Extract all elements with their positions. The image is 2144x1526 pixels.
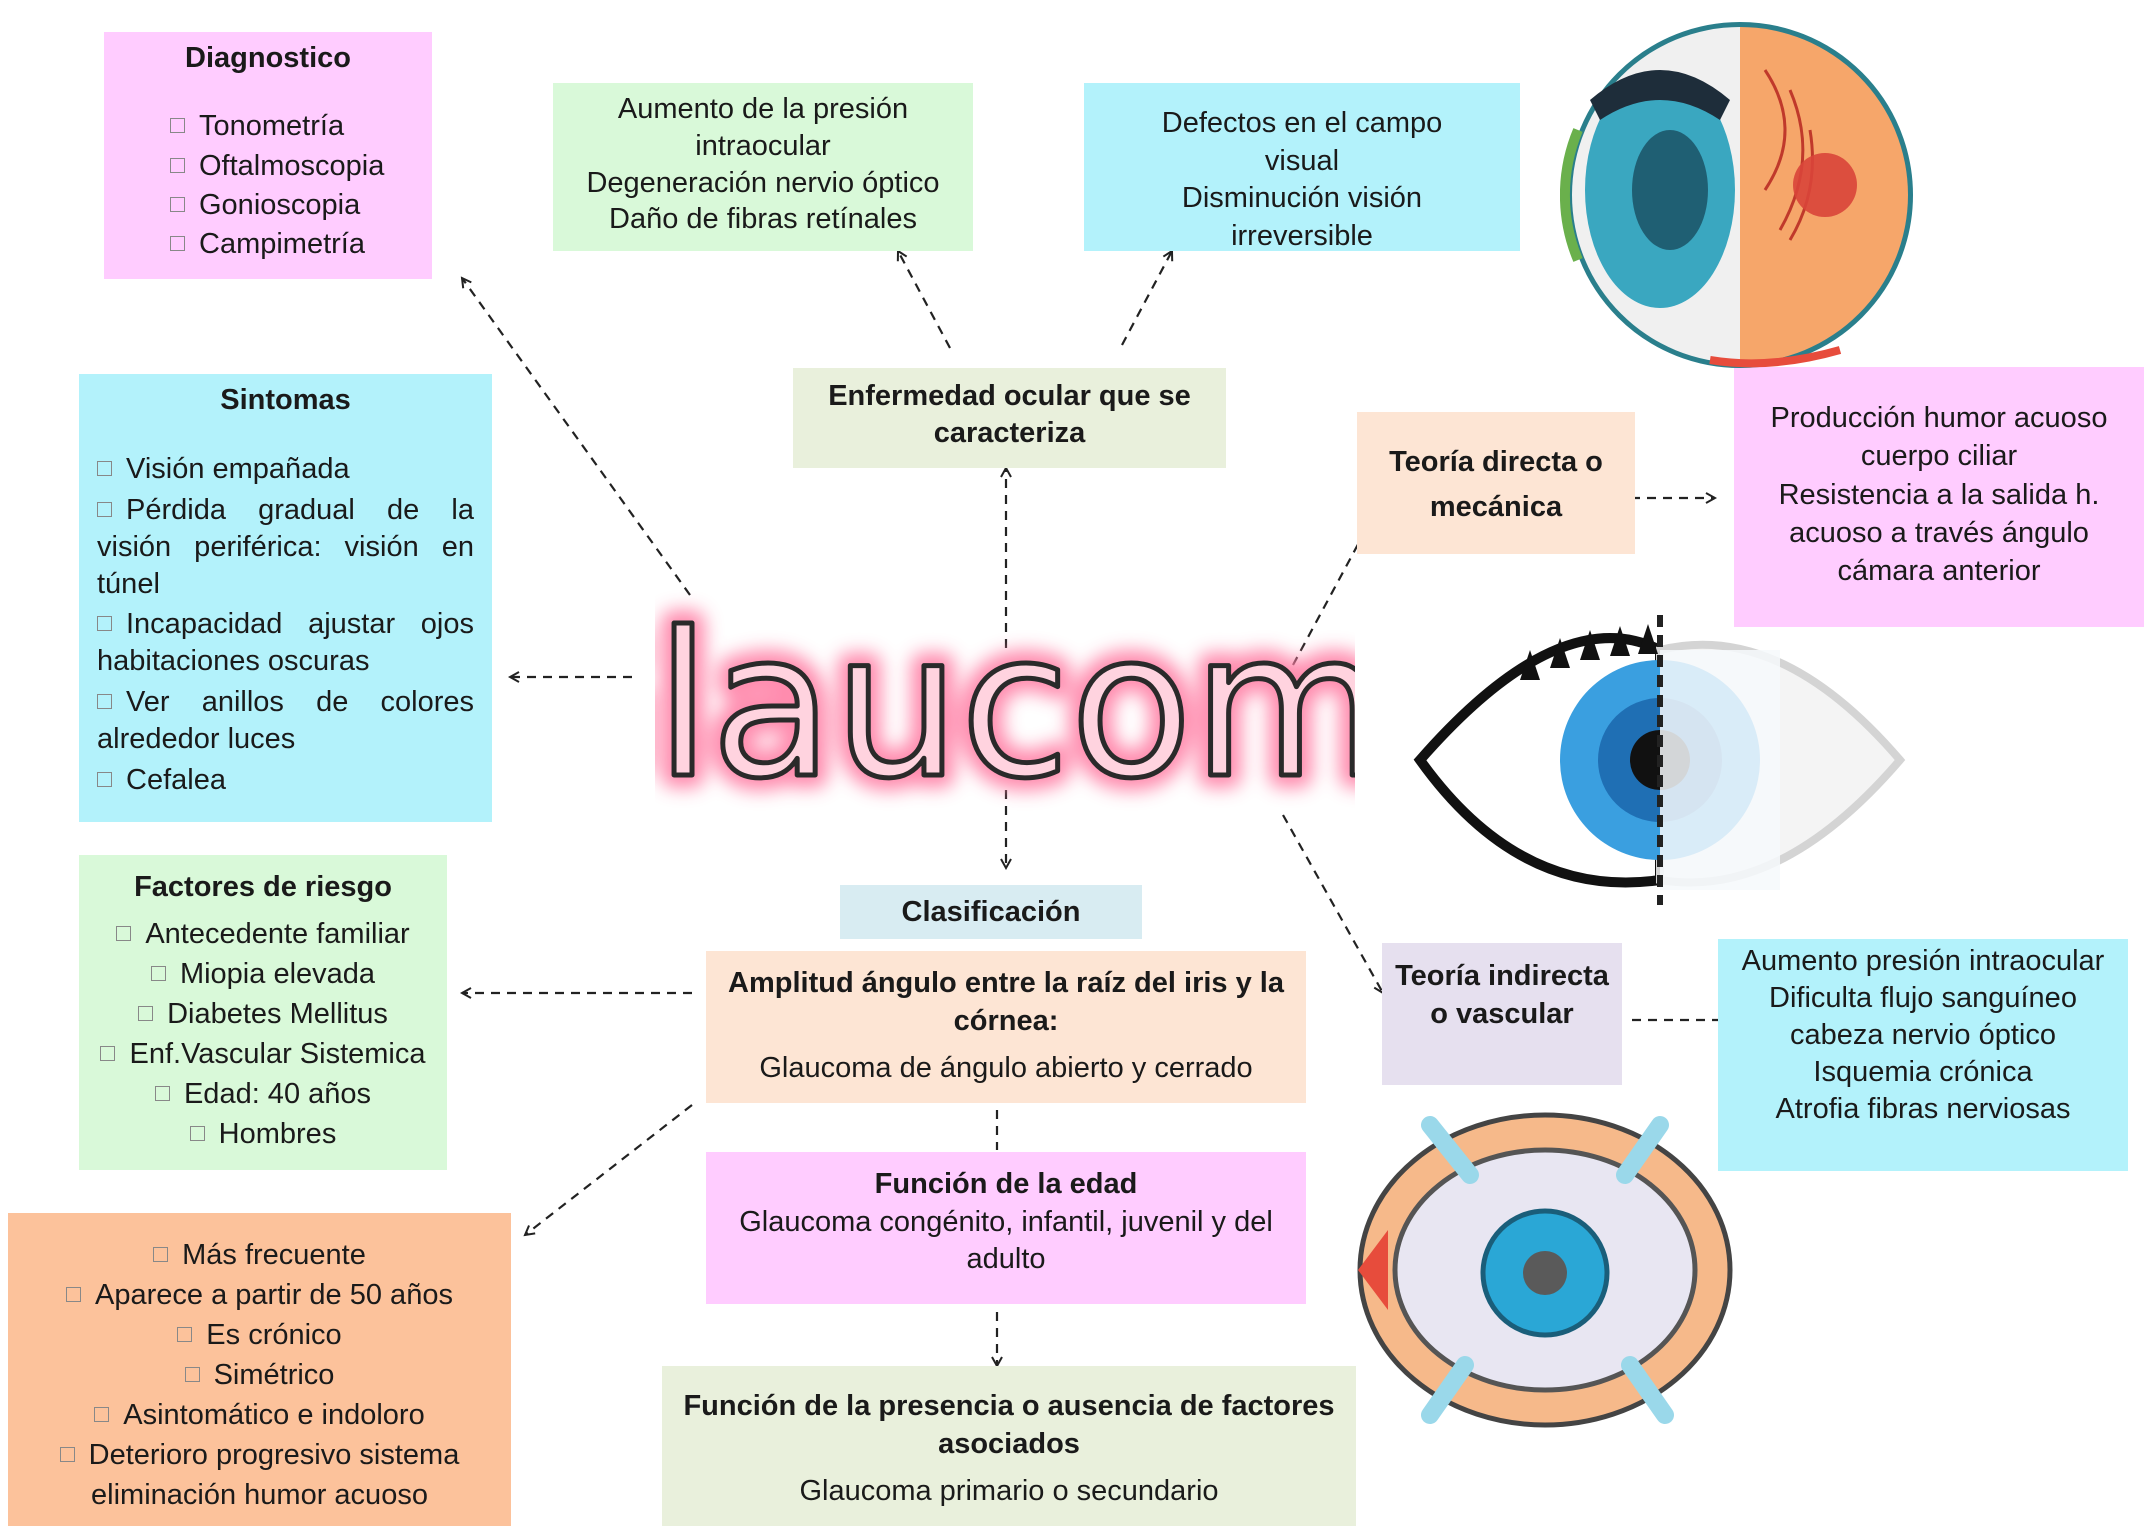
teoria-indirecta-box: Teoría indirecta o vascular xyxy=(1382,943,1622,1085)
arrow-to-caracteristicas xyxy=(525,1104,693,1235)
list-item: Asintomático e indoloro xyxy=(22,1395,497,1435)
list-item: Diabetes Mellitus xyxy=(79,994,447,1034)
list-item: Es crónico xyxy=(22,1315,497,1355)
list-item: Miopia elevada xyxy=(79,954,447,994)
sintomas-box: Sintomas Visión empañada Pérdida gradual… xyxy=(79,374,492,822)
diagnostico-heading: Diagnostico xyxy=(185,42,351,74)
factores-asociados-text: Glaucoma primario o secundario xyxy=(799,1475,1219,1508)
list-item: Pérdida gradual de la visión periférica:… xyxy=(97,493,474,600)
detail-line: Dificulta flujo sanguíneo cabeza nervio … xyxy=(1769,982,2077,1052)
arrow-to-defectos xyxy=(1121,251,1172,346)
detail-line: Producción humor acuoso cuerpo ciliar xyxy=(1770,402,2108,473)
arrow-to-teoria-indirecta xyxy=(1282,814,1383,993)
presion-line: Aumento de la presión intraocular xyxy=(617,93,909,162)
clasificacion-heading: Clasificación xyxy=(901,896,1081,928)
enfermedad-box: Enfermedad ocular que se caracteriza xyxy=(793,368,1226,468)
factores-asociados-heading: Función de la presencia o ausencia de fa… xyxy=(683,1390,1335,1460)
aumento-box: Aumento presión intraocular Dificulta fl… xyxy=(1718,939,2128,1171)
list-item: Antecedente familiar xyxy=(79,914,447,954)
detail-line: Aumento presión intraocular xyxy=(1741,945,2105,977)
detail-line: Isquemia crónica xyxy=(1813,1056,2033,1089)
detail-line: Resistencia a la salida h. acuoso a trav… xyxy=(1778,478,2100,588)
factores-heading: Factores de riesgo xyxy=(134,871,392,903)
amplitud-heading: Amplitud ángulo entre la raíz del iris y… xyxy=(728,967,1284,1037)
defectos-box: Defectos en el campo visual Disminución … xyxy=(1084,83,1520,252)
list-item: Visión empañada xyxy=(97,451,474,488)
list-item: Enf.Vascular Sistemica xyxy=(79,1034,447,1074)
detail-line: Atrofia fibras nerviosas xyxy=(1775,1093,2071,1126)
caracteristicas-box: Más frecuente Aparece a partir de 50 año… xyxy=(8,1213,511,1526)
eye-surgery-icon xyxy=(1357,1112,1733,1428)
list-item: Cefalea xyxy=(97,762,474,799)
defectos-line: Disminución visión irreversible xyxy=(1181,182,1423,253)
enfermedad-heading: Enfermedad ocular que se caracteriza xyxy=(828,380,1191,450)
arrow-to-presion xyxy=(898,251,951,349)
list-item: Campimetría xyxy=(170,225,432,264)
clasificacion-box: Clasificación xyxy=(840,885,1142,939)
factores-riesgo-box: Factores de riesgo Antecedente familiar … xyxy=(79,855,447,1170)
presion-line: Degeneración nervio óptico xyxy=(586,166,940,199)
defectos-line: Defectos en el campo visual xyxy=(1161,107,1443,177)
list-item: Ver anillos de colores alrededor luces xyxy=(97,686,474,755)
list-item: Oftalmoscopia xyxy=(170,147,432,186)
list-item: Gonioscopia xyxy=(170,186,432,225)
svg-text:Glaucoma: Glaucoma xyxy=(655,590,1355,823)
list-item: Hombres xyxy=(79,1114,447,1154)
arrow-to-diagnostico xyxy=(462,278,691,596)
edad-box: Función de la edad Glaucoma congénito, i… xyxy=(706,1152,1306,1304)
amplitud-text: Glaucoma de ángulo abierto y cerrado xyxy=(759,1052,1253,1085)
list-item: Más frecuente xyxy=(22,1235,497,1275)
title-text: Glaucoma xyxy=(655,590,1355,823)
list-item: Simétrico xyxy=(22,1355,497,1395)
amplitud-box: Amplitud ángulo entre la raíz del iris y… xyxy=(706,951,1306,1103)
teoria-indirecta-heading: Teoría indirecta o vascular xyxy=(1395,960,1609,1031)
half-eye-vision-icon xyxy=(1413,615,1906,905)
teoria-directa-heading: Teoría directa o mecánica xyxy=(1389,446,1603,523)
list-item: Deterioro progresivo sistema eliminación… xyxy=(22,1435,497,1515)
presion-box: Aumento de la presión intraocular Degene… xyxy=(553,83,973,251)
list-item: Tonometría xyxy=(170,107,432,146)
list-item: Aparece a partir de 50 años xyxy=(22,1275,497,1315)
factores-asociados-box: Función de la presencia o ausencia de fa… xyxy=(662,1366,1356,1526)
edad-text: Glaucoma congénito, infantil, juvenil y … xyxy=(739,1205,1273,1276)
list-item: Edad: 40 años xyxy=(79,1074,447,1114)
list-item: Incapacidad ajustar ojos habitaciones os… xyxy=(97,608,474,678)
teoria-directa-box: Teoría directa o mecánica xyxy=(1357,412,1635,554)
eyeball-cross-section-icon xyxy=(1560,22,1913,368)
edad-heading: Función de la edad xyxy=(874,1168,1138,1200)
sintomas-heading: Sintomas xyxy=(220,384,351,416)
presion-line: Daño de fibras retínales xyxy=(609,203,917,236)
diagnostico-box: Diagnostico Tonometría Oftalmoscopia Gon… xyxy=(104,32,432,279)
glaucoma-title: Glaucoma Glaucoma xyxy=(655,585,1355,825)
produccion-box: Producción humor acuoso cuerpo ciliar Re… xyxy=(1734,367,2144,627)
